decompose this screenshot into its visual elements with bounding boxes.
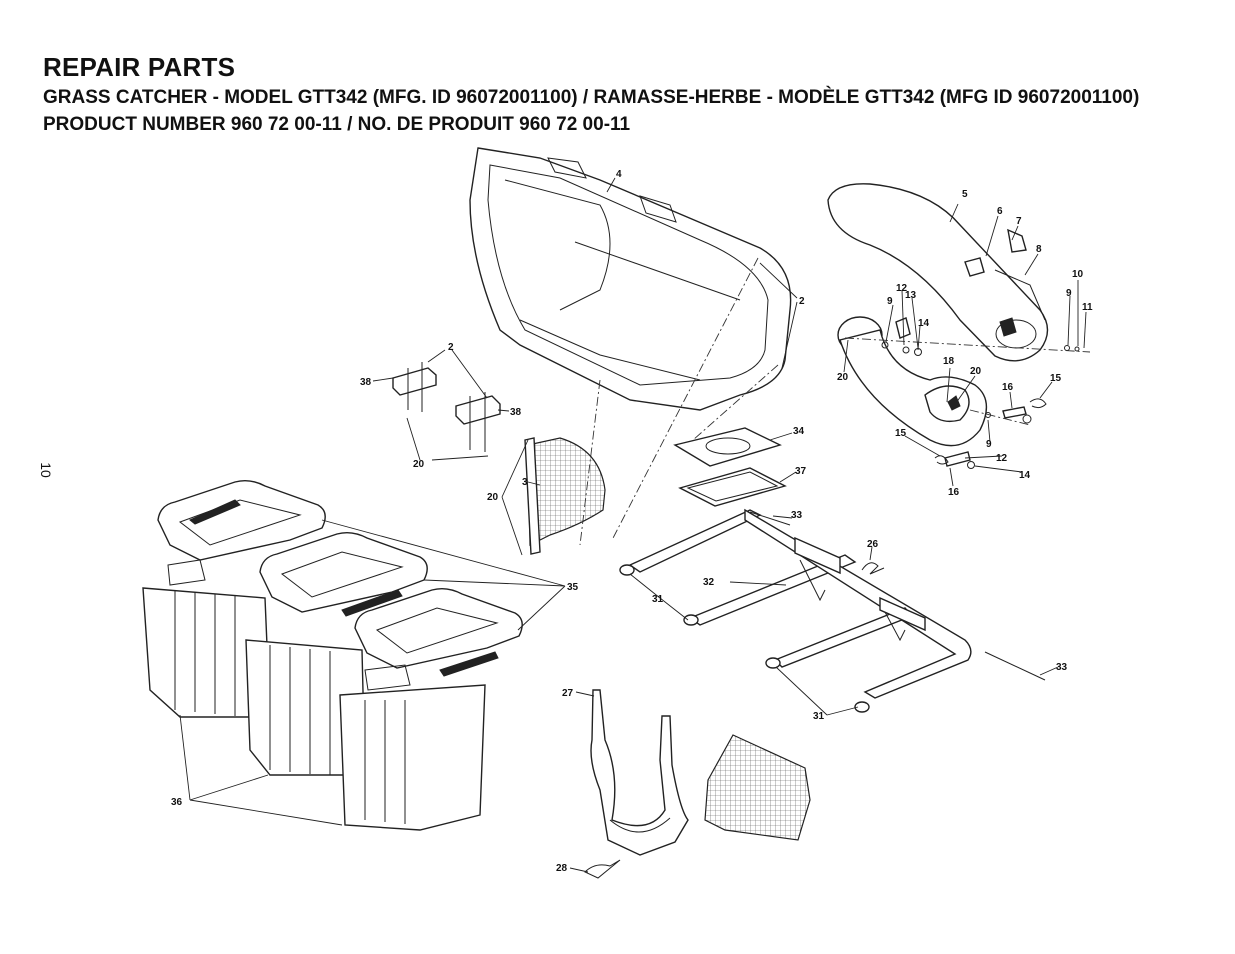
brackets: [392, 362, 501, 452]
callout-33: 33: [1056, 662, 1068, 673]
page-title: REPAIR PARTS: [43, 52, 236, 82]
callout-27: 27: [562, 688, 574, 699]
callout-16: 16: [1002, 382, 1014, 393]
catcher-lid: [469, 147, 792, 411]
callout-16: 16: [948, 487, 960, 498]
callout-15: 15: [1050, 373, 1062, 384]
callout-14: 14: [1019, 470, 1031, 481]
product-number-subtitle: PRODUCT NUMBER 960 72 00-11 / NO. DE PRO…: [43, 114, 631, 135]
callout-37: 37: [795, 466, 807, 477]
bag-middle: [245, 531, 428, 776]
callout-5: 5: [962, 189, 968, 200]
callout-11: 11: [1082, 302, 1093, 313]
callout-9: 9: [1066, 288, 1072, 299]
model-subtitle: GRASS CATCHER - MODEL GTT342 (MFG. ID 96…: [43, 87, 1140, 108]
callout-38: 38: [360, 377, 372, 388]
callout-10: 10: [1072, 269, 1084, 280]
callout-18: 18: [943, 356, 955, 367]
callout-34: 34: [793, 426, 805, 437]
chute-tube: [827, 183, 1049, 362]
assembly-lines: [579, 257, 1091, 546]
callout-labels: 4 2 2 38 38 20 3 20 5 6 7 8 10 9 11 12 9…: [171, 169, 1093, 874]
frame: [619, 508, 1046, 713]
bag-left: [142, 479, 326, 718]
tractor-mount: [704, 734, 811, 841]
callout-9: 9: [986, 439, 992, 450]
gaskets: [673, 427, 787, 507]
hair-pin: [584, 859, 621, 879]
callout-20: 20: [487, 492, 499, 503]
callout-8: 8: [1036, 244, 1042, 255]
callout-7: 7: [1016, 216, 1022, 227]
callout-20: 20: [413, 459, 425, 470]
callout-31: 31: [813, 711, 825, 722]
callout-33: 33: [791, 510, 803, 521]
callout-28: 28: [556, 863, 568, 874]
callout-13: 13: [905, 290, 917, 301]
callout-15: 15: [895, 428, 907, 439]
bag-right: [339, 587, 523, 831]
dump-handle: [590, 689, 689, 856]
callout-12: 12: [996, 453, 1008, 464]
callout-36: 36: [171, 797, 183, 808]
callout-2: 2: [799, 296, 805, 307]
callout-12: 12: [896, 283, 908, 294]
callout-20: 20: [970, 366, 982, 377]
callout-14: 14: [918, 318, 930, 329]
chute-hardware: [881, 317, 1080, 469]
callout-32: 32: [703, 577, 715, 588]
leader-lines: [179, 177, 1087, 873]
callout-38: 38: [510, 407, 522, 418]
callout-9: 9: [887, 296, 893, 307]
callout-20: 20: [837, 372, 849, 383]
callout-6: 6: [997, 206, 1003, 217]
callout-31: 31: [652, 594, 664, 605]
callout-26: 26: [867, 539, 879, 550]
chute-elbow: [837, 316, 988, 447]
hair-pin-clip: [861, 562, 885, 575]
rear-screen: [524, 437, 606, 555]
callout-2: 2: [448, 342, 454, 353]
callout-4: 4: [616, 169, 622, 180]
callout-3: 3: [522, 477, 528, 488]
callout-35: 35: [567, 582, 579, 593]
